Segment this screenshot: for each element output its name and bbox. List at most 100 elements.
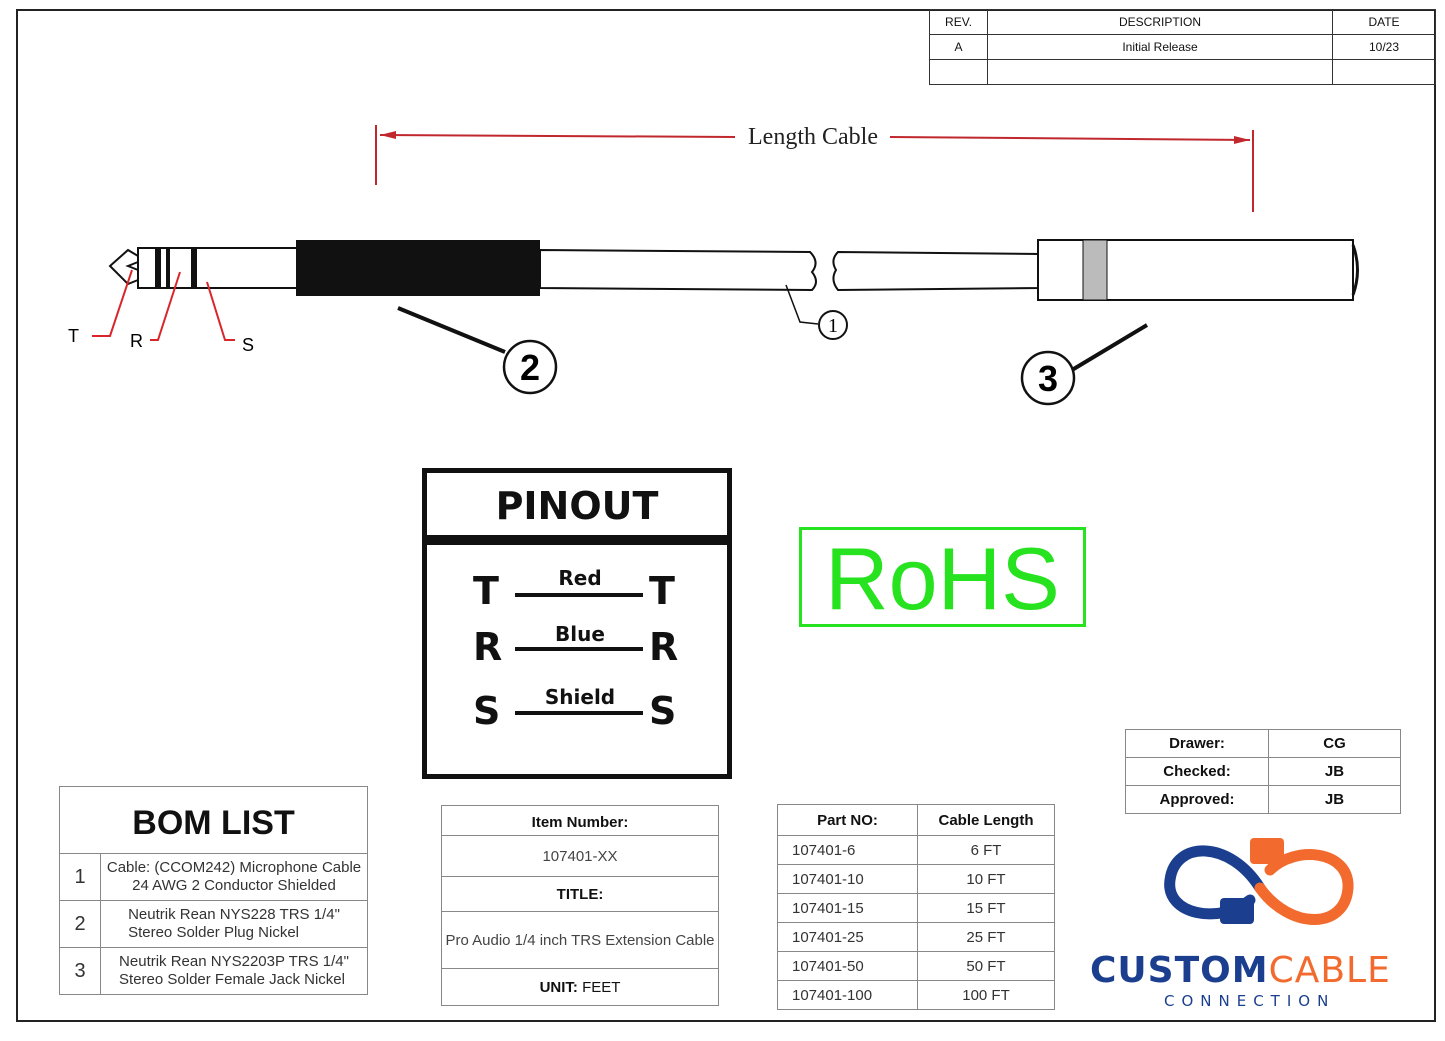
bom-row: 2 Neutrik Rean NYS228 TRS 1/4"Stereo Sol… xyxy=(60,901,367,948)
rev-cell xyxy=(929,59,988,85)
jack-knurl-band xyxy=(1082,239,1108,301)
bom-line-2: 24 AWG 2 Conductor Shielded xyxy=(132,877,336,894)
date-cell xyxy=(1332,59,1436,85)
bom-item-number: 3 xyxy=(60,948,101,994)
logo-blue-connector xyxy=(1220,898,1254,924)
approval-row: Drawer:CG xyxy=(1125,729,1401,758)
approval-row: Approved:JB xyxy=(1125,785,1401,814)
bom-item-number: 1 xyxy=(60,854,101,900)
pin-wire-t xyxy=(515,593,643,597)
unit-row: UNIT: FEET xyxy=(442,969,718,1005)
logo-subtitle: CONNECTION xyxy=(1164,992,1336,1010)
length-cell: 15 FT xyxy=(917,893,1055,923)
ring-pointer xyxy=(150,271,181,341)
length-cell: 50 FT xyxy=(917,951,1055,981)
tip-pointer xyxy=(92,269,133,337)
pin-color-red: Red xyxy=(558,566,602,590)
insulator-ring-2 xyxy=(166,248,170,288)
part-no-cell: 107401-15 xyxy=(777,893,918,923)
dimension-line-left xyxy=(379,134,736,138)
insulator-ring-1 xyxy=(155,248,161,288)
ring-label: R xyxy=(130,331,143,351)
bom-line-1: Cable: (CCOM242) Microphone Cable xyxy=(106,859,362,876)
bom-row: 3 Neutrik Rean NYS2203P TRS 1/4"Stereo S… xyxy=(60,948,367,994)
pin-color-blue: Blue xyxy=(555,622,605,646)
dimension-arrow-left xyxy=(380,131,396,139)
tip-label: T xyxy=(68,326,79,346)
bom-item-number: 2 xyxy=(60,901,101,947)
part-no-cell: 107401-100 xyxy=(777,980,918,1010)
callout-1-circle xyxy=(818,310,848,340)
pin-left-r: R xyxy=(473,625,503,669)
length-cell: 100 FT xyxy=(917,980,1055,1010)
approval-label: Checked: xyxy=(1125,757,1269,786)
cable-length-header: Cable Length xyxy=(917,804,1055,836)
approval-label: Drawer: xyxy=(1125,729,1269,758)
callout-1-leader xyxy=(785,284,819,325)
date-header: DATE xyxy=(1332,9,1436,35)
bom-item-description: Neutrik Rean NYS2203P TRS 1/4"Stereo Sol… xyxy=(101,948,367,994)
pin-right-t: T xyxy=(649,569,675,613)
bom-title: BOM LIST xyxy=(60,787,367,854)
length-cell: 25 FT xyxy=(917,922,1055,952)
title-value: Pro Audio 1/4 inch TRS Extension Cable xyxy=(442,912,718,969)
description-header: DESCRIPTION xyxy=(987,9,1333,35)
sleeve-pointer xyxy=(206,281,235,341)
bom-list: BOM LIST 1 Cable: (CCOM242) Microphone C… xyxy=(59,786,368,995)
item-number-label: Item Number: xyxy=(442,806,718,836)
part-no-cell: 107401-50 xyxy=(777,951,918,981)
pin-color-shield: Shield xyxy=(544,685,616,709)
parts-header-row: Part NO: Cable Length xyxy=(777,804,1055,836)
revision-header-row: REV. DESCRIPTION DATE xyxy=(929,9,1436,35)
item-number-value: 107401-XX xyxy=(442,836,718,877)
approval-table: Drawer:CG Checked:JB Approved:JB xyxy=(1125,729,1401,814)
pinout-box: PINOUT T Red T R Blue R S Shield S xyxy=(422,468,732,779)
rohs-badge: RoHS xyxy=(799,527,1086,628)
pin-right-r: R xyxy=(649,625,679,669)
approval-value: JB xyxy=(1268,757,1401,786)
callout-2-circle xyxy=(502,339,558,395)
bom-item-description: Neutrik Rean NYS228 TRS 1/4"Stereo Solde… xyxy=(101,901,367,947)
callout-3-leader xyxy=(1070,323,1149,372)
cable-right xyxy=(832,250,1041,292)
part-no-cell: 107401-6 xyxy=(777,835,918,865)
pin-right-s: S xyxy=(649,689,677,733)
logo-mark xyxy=(1164,838,1354,925)
unit-label: UNIT: xyxy=(539,978,578,996)
bom-line-1: Neutrik Rean NYS228 TRS 1/4" xyxy=(128,906,340,923)
revision-row: A Initial Release 10/23 xyxy=(929,34,1436,60)
logo-orange-connector xyxy=(1250,838,1284,864)
cable-drawing: Length Cable T R S 1 2 3 xyxy=(68,124,1359,406)
part-no-cell: 107401-10 xyxy=(777,864,918,894)
sleeve-label: S xyxy=(242,335,254,355)
revision-row-empty xyxy=(929,59,1436,85)
logo-blue-loop xyxy=(1164,845,1266,920)
cable-left xyxy=(539,248,817,292)
callout-2-leader xyxy=(397,306,506,354)
logo-wordmark: CUSTOMCABLE xyxy=(1090,950,1391,991)
date-cell: 10/23 xyxy=(1332,34,1436,60)
jack-end xyxy=(1351,244,1359,296)
logo-word-custom: CUSTOM xyxy=(1090,950,1269,991)
bom-line-2: Stereo Solder Female Jack Nickel xyxy=(119,971,345,988)
part-no-header: Part NO: xyxy=(777,804,918,836)
insulator-ring-3 xyxy=(191,248,197,288)
length-cable-label: Length Cable xyxy=(748,124,878,150)
callout-1-label: 1 xyxy=(828,315,838,337)
pin-wire-s xyxy=(515,711,643,715)
dimension-line-right xyxy=(889,136,1251,141)
logo-orange-loop xyxy=(1254,849,1354,925)
logo-word-cable: CABLE xyxy=(1268,950,1391,991)
plug-sleeve xyxy=(137,247,299,289)
plug-tip xyxy=(108,248,139,286)
approval-row: Checked:JB xyxy=(1125,757,1401,786)
pinout-title: PINOUT xyxy=(427,473,727,545)
approval-value: CG xyxy=(1268,729,1401,758)
